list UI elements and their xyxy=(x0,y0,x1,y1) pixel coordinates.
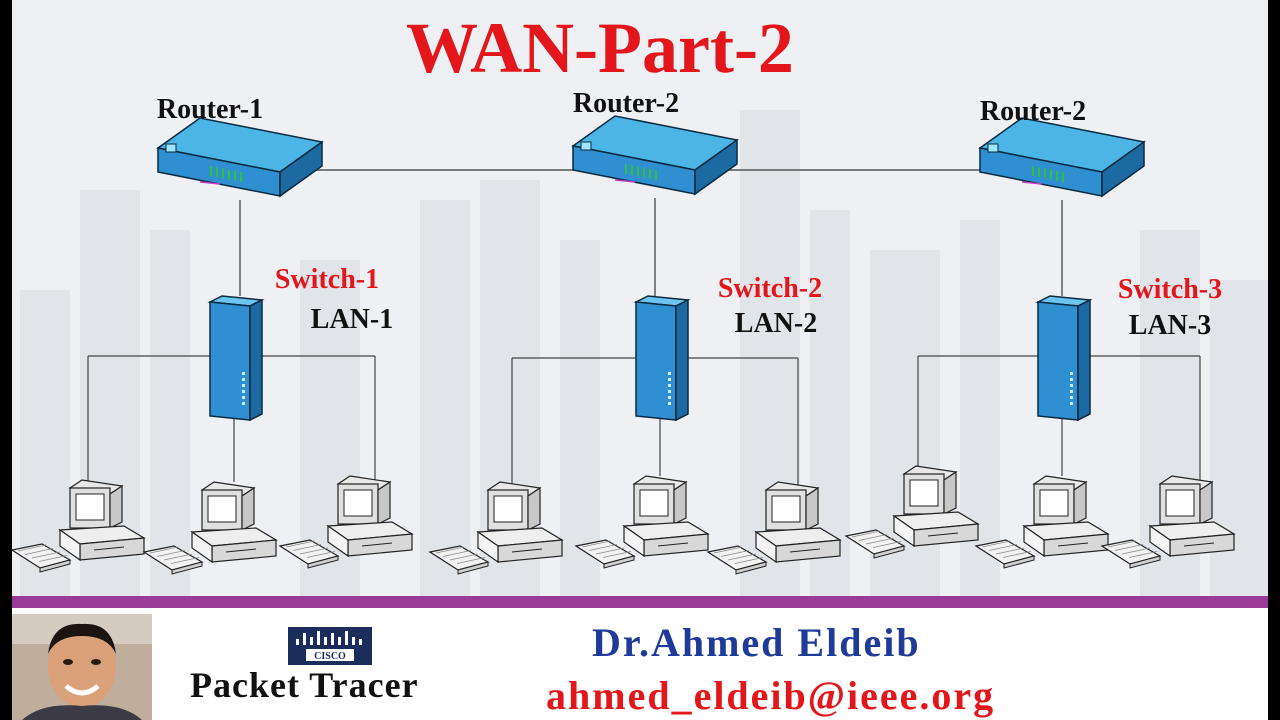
network-diagram: WAN-Part-2 Router-1 Router-2 Router-2 Sw… xyxy=(12,8,1268,600)
lan-1-label: LAN-1 xyxy=(311,304,393,335)
router-icon xyxy=(156,117,324,198)
router-icon xyxy=(571,115,739,196)
packet-tracer-label: Packet Tracer xyxy=(190,665,419,705)
computer-icon xyxy=(706,481,842,575)
keyboard-icon xyxy=(278,539,340,569)
computer-icon xyxy=(278,475,414,569)
diagram-title: WAN-Part-2 xyxy=(406,8,794,88)
computer-icon xyxy=(142,481,278,575)
computer-icon xyxy=(844,465,980,559)
switch-2-label: Switch-2 xyxy=(718,273,822,304)
computer-icon xyxy=(12,479,146,573)
router-icon xyxy=(978,117,1146,198)
router-2-label: Router-2 xyxy=(573,88,679,119)
keyboard-icon xyxy=(428,545,490,575)
switch-1-label: Switch-1 xyxy=(275,264,379,295)
lan-2-label: LAN-2 xyxy=(735,308,817,339)
computer-icon xyxy=(574,475,710,569)
switch-icon xyxy=(1035,295,1093,422)
switch-3-label: Switch-3 xyxy=(1118,274,1222,305)
keyboard-icon xyxy=(574,539,636,569)
keyboard-icon xyxy=(974,539,1036,569)
keyboard-icon xyxy=(142,545,204,575)
diagram-panel: WAN-Part-2 Router-1 Router-2 Router-2 Sw… xyxy=(12,0,1268,600)
cisco-logo-text: CISCO xyxy=(314,651,346,662)
lan-3-label: LAN-3 xyxy=(1129,310,1211,341)
keyboard-icon xyxy=(12,543,72,573)
footer-banner xyxy=(12,608,1268,720)
router-3-label: Router-2 xyxy=(980,96,1086,127)
author-name: Dr.Ahmed Eldeib xyxy=(592,620,921,665)
keyboard-icon xyxy=(844,529,906,559)
cisco-logo-icon: CISCO xyxy=(288,627,372,665)
author-email[interactable]: ahmed_eldeib@ieee.org xyxy=(546,673,996,718)
keyboard-icon xyxy=(1100,539,1162,569)
switch-icon xyxy=(207,295,265,422)
switch-icon xyxy=(633,295,691,422)
computer-icon xyxy=(1100,475,1236,569)
computer-icon xyxy=(428,481,564,575)
purple-divider xyxy=(12,596,1268,608)
presenter-photo xyxy=(12,614,152,720)
router-1-label: Router-1 xyxy=(157,94,263,125)
keyboard-icon xyxy=(706,545,768,575)
